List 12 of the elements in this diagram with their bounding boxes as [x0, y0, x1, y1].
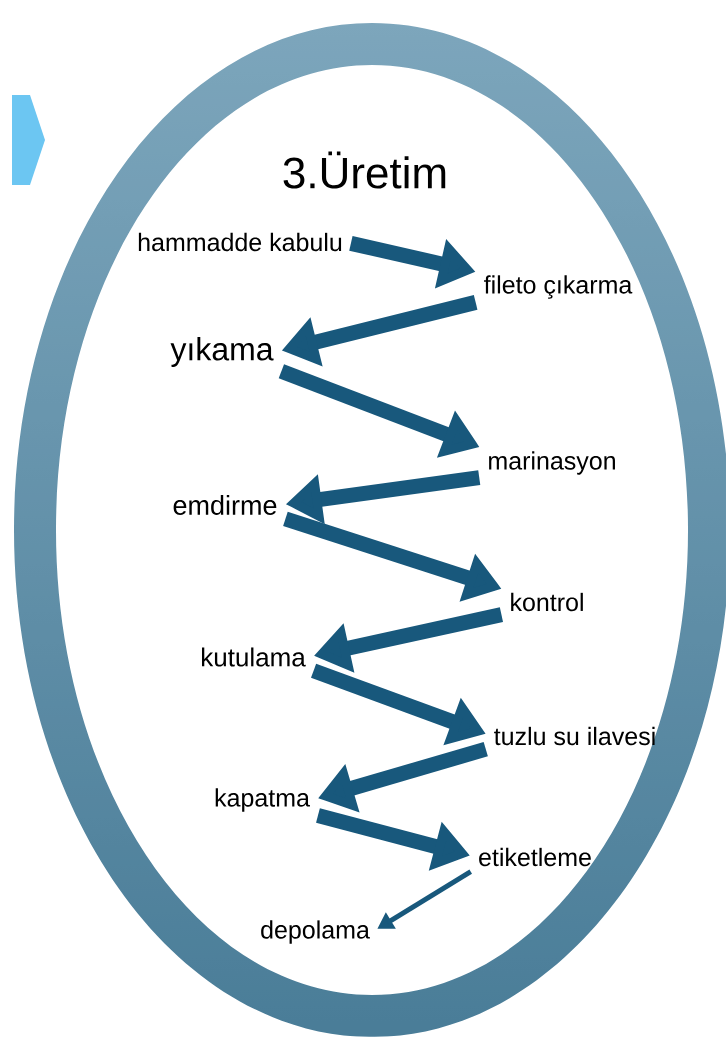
title: 3.Üretim — [283, 151, 446, 189]
step-label: marinasyon — [489, 451, 615, 475]
step-label: kapatma — [215, 788, 310, 812]
step-label: kontrol — [511, 592, 583, 612]
step-label: kutulama — [202, 647, 306, 667]
step-label: depolama — [261, 920, 370, 944]
step-label: fileto çıkarma — [484, 275, 633, 299]
step-label: tuzlu su ilavesi — [494, 726, 655, 746]
step-label: emdirme — [173, 495, 277, 515]
step-label: hammadde kabulu — [138, 232, 342, 252]
step-label: etiketleme — [479, 847, 591, 867]
step-label: yıkama — [170, 337, 274, 367]
